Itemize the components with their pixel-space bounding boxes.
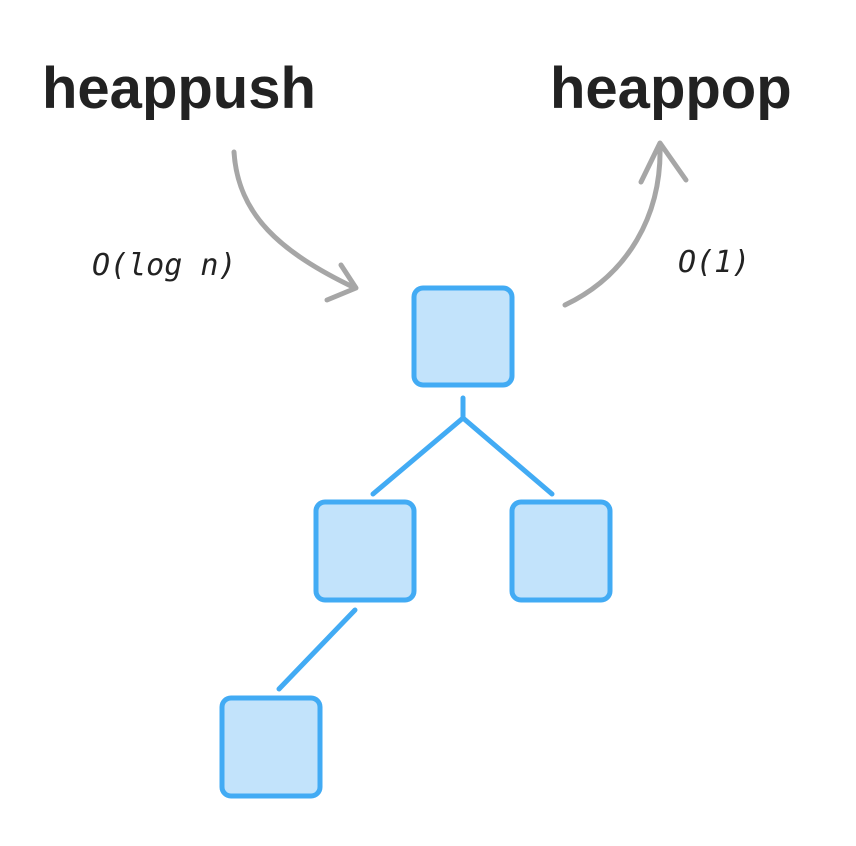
edge-root-right <box>460 415 555 497</box>
push-arrow <box>231 149 359 303</box>
heappop-title: heappop <box>550 56 792 121</box>
pop-arrow <box>562 140 689 308</box>
edge-root-left <box>370 415 466 497</box>
push-complexity-label: O(log n) <box>92 248 237 283</box>
pop-arrow-head <box>638 140 689 185</box>
node-root <box>411 285 515 388</box>
node-left-left-grandchild <box>219 695 323 799</box>
tree-nodes <box>219 285 613 799</box>
tree-edges <box>276 395 555 692</box>
push-arrow-head <box>324 262 359 303</box>
edge-left-grandchild <box>276 607 358 692</box>
heappush-title: heappush <box>42 56 316 121</box>
node-left-child <box>313 499 417 603</box>
pop-arrow-shaft <box>562 142 663 308</box>
pop-complexity-label: O(1) <box>678 245 750 280</box>
push-arrow-shaft <box>231 149 358 291</box>
node-right-child <box>509 499 613 603</box>
